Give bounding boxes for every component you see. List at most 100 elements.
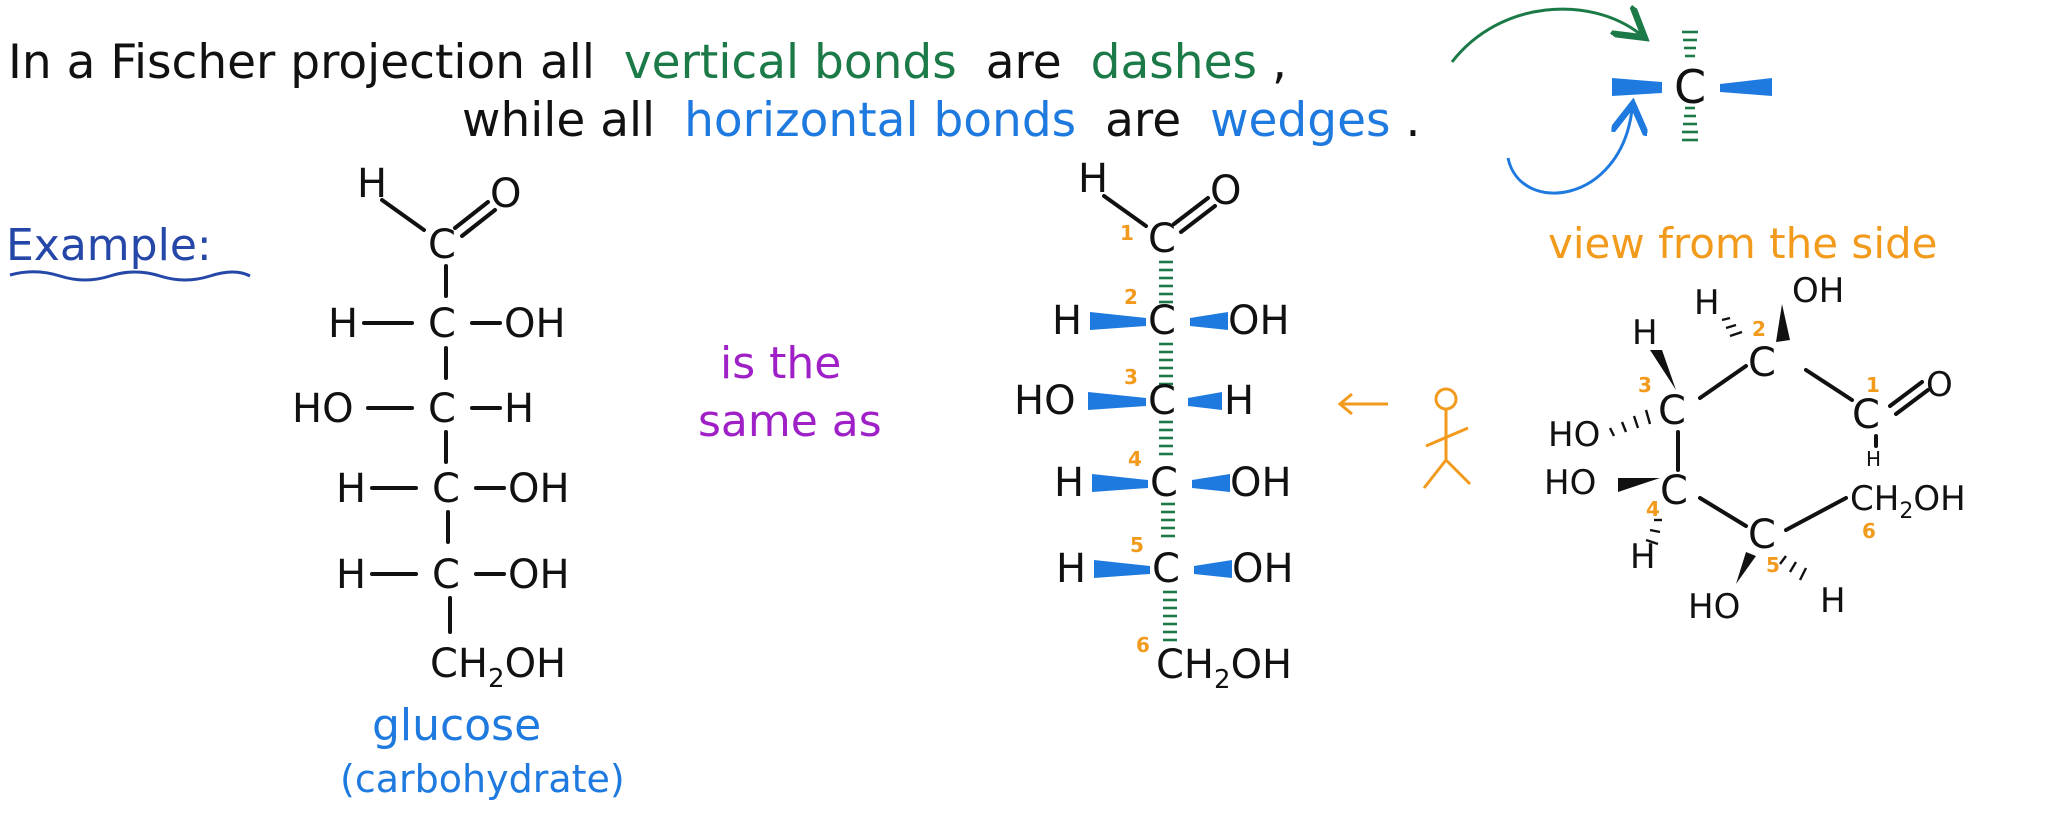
view-arrow-head [1337,392,1353,416]
ring-c6-group: CH2OH [1850,479,1966,524]
vertical-dashed-backbone [1159,260,1177,642]
header-are-2: are [1105,93,1181,148]
stereo-carbon-icon: C [1450,9,1772,195]
stereo-c5-left: H [1056,546,1086,592]
stereo-c2-left: H [1052,298,1082,344]
header-line2-prefix: while all [462,93,655,148]
header-line1: In a Fischer projection all vertical bon… [8,35,1287,90]
stereo-num-3: 3 [1124,365,1138,389]
viewer-icon [1337,387,1472,489]
ring-c4-ho-wedge [1618,478,1660,492]
ring-c2-oh: OH [1792,271,1844,311]
open-chain-side-view: C 2 H OH C 3 H HO C 4 HO H C 5 HO H C 1 [1544,271,1966,627]
stereo-c3-label: C [1148,378,1176,424]
blue-arrow [1506,110,1632,195]
same-as-line2: same as [698,396,882,447]
header-horizontal-bonds: horizontal bonds [684,93,1076,148]
green-arrow [1450,9,1640,63]
stereo-num-1: 1 [1120,221,1134,245]
fischer-projection-plain: H O C H C OH HO C H H C OH H C OH CH2OH … [292,161,625,801]
ring-c2-h: H [1694,283,1720,323]
stereo-num-5: 5 [1130,533,1144,557]
fischer-projection-stereo: H O C 1 H C OH 2 HO C H 3 H C [1014,156,1294,695]
ring-num-3: 3 [1638,373,1652,397]
stick-figure-head [1434,387,1458,411]
header-line1-prefix: In a Fischer projection all [8,35,595,90]
c6-group: CH2OH [430,641,566,694]
header-are-1: are [986,35,1062,90]
ring-num-5: 5 [1766,553,1780,577]
c2-left: H [328,301,358,347]
wedge-c5-right [1194,560,1232,578]
ring-c5-ho-wedge [1736,552,1756,584]
c5-label: C [432,552,460,598]
wedge-c3-left [1088,392,1146,410]
header-period: . [1405,93,1420,148]
ring-c5-label: C [1748,512,1776,558]
ring-c4-label: C [1660,468,1688,514]
ring-num-6: 6 [1862,519,1876,543]
ring-c4-h: H [1630,537,1656,577]
ring-c5-ho: HO [1688,587,1740,627]
stereo-c3-right: H [1224,378,1254,424]
stereo-c2-right: OH [1228,298,1290,344]
stereo-c5-right: OH [1232,546,1294,592]
ring-c1-o: O [1926,365,1953,405]
stereo-c1-label: C [1148,216,1176,262]
header-dashes: dashes [1091,35,1257,90]
stereo-num-6: 6 [1136,633,1150,657]
c3-left: HO [292,386,354,432]
right-wedge [1720,78,1772,96]
c3-label: C [428,386,456,432]
ring-c1-h: H [1866,447,1881,471]
header-vertical-bonds: vertical bonds [624,35,957,90]
ring-c1-label: C [1852,392,1880,438]
bond-h-c1 [380,198,426,232]
c5-left: H [336,552,366,598]
c4-right: OH [508,466,570,512]
stereo-num-2: 2 [1124,285,1138,309]
c3-right: H [504,386,534,432]
wedge-c4-left [1092,474,1148,492]
c2-right: OH [504,301,566,347]
ring-num-1: 1 [1866,373,1880,397]
example-label: Example: [6,220,212,271]
same-as-line1: is the [720,338,841,389]
header-line2: while all horizontal bonds are wedges . [462,93,1420,148]
ring-c4-ho: HO [1544,463,1596,503]
wedge-c5-left [1094,560,1150,578]
wedge-c2-right [1190,312,1228,330]
ring-c2-oh-wedge [1776,304,1790,342]
c4-label: C [432,466,460,512]
stereo-carbon-label: C [1674,60,1706,114]
wedge-c2-left [1090,312,1146,330]
stereo-c2-label: C [1148,298,1176,344]
ring-num-2: 2 [1752,317,1766,341]
vertical-dash-bonds [1682,30,1698,142]
ring-c3-ho: HO [1548,415,1600,455]
glucose-class: (carbohydrate) [340,757,625,801]
left-wedge [1612,78,1662,96]
ring-c2-label: C [1748,340,1776,386]
c5-right: OH [508,552,570,598]
ring-c3-h-wedge [1650,350,1676,390]
header-wedges: wedges [1210,93,1390,148]
stereo-c3-left: HO [1014,378,1076,424]
stereo-c4-label: C [1150,460,1178,506]
header-comma: , [1272,35,1287,90]
stereo-c4-left: H [1054,460,1084,506]
stereo-c6-group: CH2OH [1156,642,1292,695]
wedge-c4-right [1192,474,1230,492]
stereo-c5-label: C [1152,546,1180,592]
glucose-name: glucose [372,700,541,751]
c4-left: H [336,466,366,512]
stereo-num-4: 4 [1128,447,1142,471]
side-view-label: view from the side [1548,219,1937,268]
c1-label: C [428,222,456,268]
ring-c3-h: H [1632,313,1658,353]
wedge-c3-right [1188,392,1222,410]
ring-num-4: 4 [1646,497,1660,521]
ring-c5-h: H [1820,581,1846,621]
